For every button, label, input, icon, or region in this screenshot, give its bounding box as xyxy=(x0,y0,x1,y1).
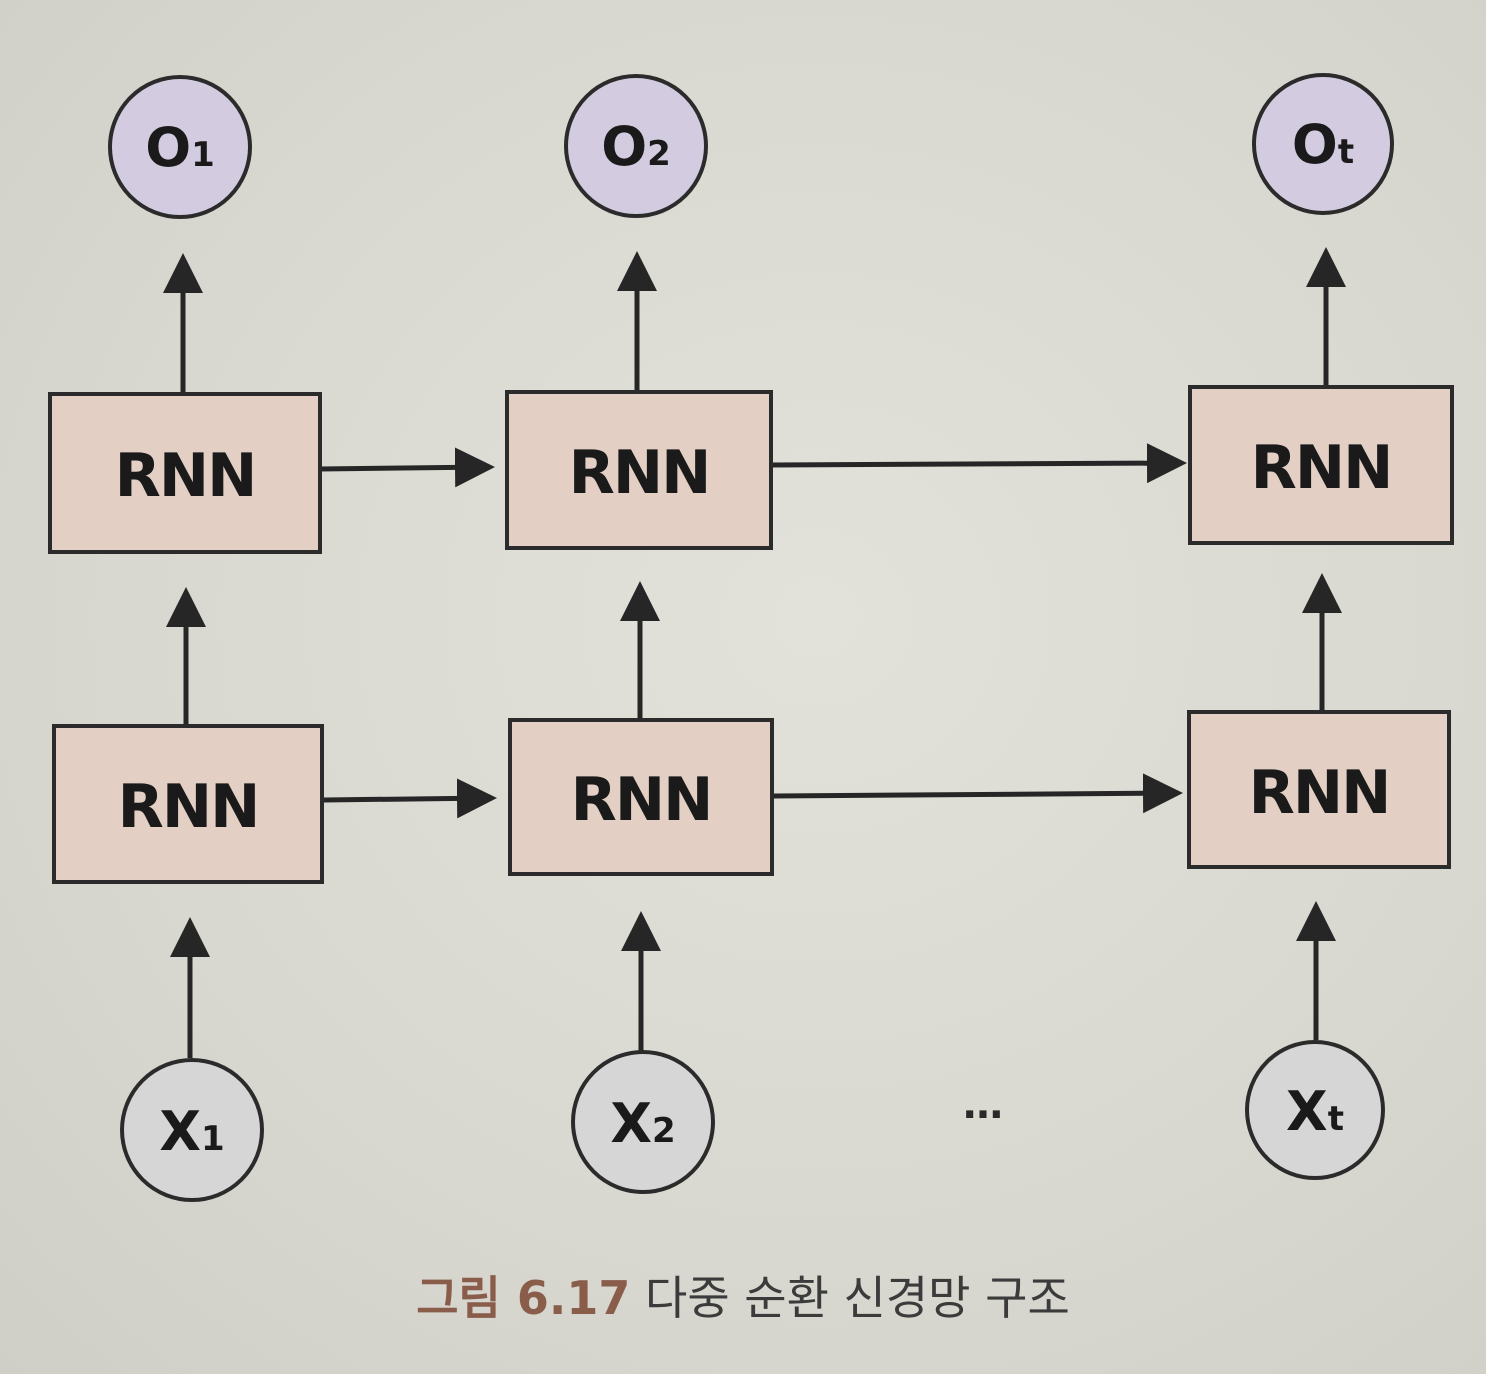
rnn-cell-lower-t: RNN xyxy=(1187,710,1451,869)
svg-text:RNN: RNN xyxy=(115,441,256,511)
edge-lower-cell-1-to-lower-cell-2 xyxy=(323,778,497,819)
output-node-2: O2 xyxy=(564,74,708,218)
edge-lower-cell-2-to-lower-cell-t xyxy=(773,773,1183,814)
figure-caption: 그림 6.17 다중 순환 신경망 구조 xyxy=(0,1262,1486,1328)
input-node-1: X1 xyxy=(120,1058,264,1202)
svg-text:Xt: Xt xyxy=(1286,1080,1344,1143)
rnn-cell-upper-1: RNN xyxy=(48,392,322,554)
rnn-cell-lower-1: RNN xyxy=(52,724,324,884)
ellipsis: … xyxy=(963,1082,1003,1128)
input-node-t: Xt xyxy=(1245,1040,1385,1180)
svg-text:RNN: RNN xyxy=(569,438,710,508)
svg-text:RNN: RNN xyxy=(1251,433,1392,503)
svg-text:O1: O1 xyxy=(145,116,215,179)
svg-text:RNN: RNN xyxy=(1249,758,1390,828)
svg-text:RNN: RNN xyxy=(571,765,712,835)
edge-upper-cell-2-to-upper-cell-t xyxy=(771,443,1187,484)
rnn-cell-lower-2: RNN xyxy=(508,718,774,876)
svg-text:X1: X1 xyxy=(159,1100,224,1163)
caption-label: 그림 6.17 xyxy=(416,1271,631,1325)
caption-text: 다중 순환 신경망 구조 xyxy=(645,1271,1070,1325)
svg-text:X2: X2 xyxy=(610,1092,675,1155)
input-node-2: X2 xyxy=(571,1050,715,1194)
svg-text:O2: O2 xyxy=(601,115,671,178)
svg-text:Ot: Ot xyxy=(1292,113,1354,176)
edge-upper-cell-1-to-upper-cell-2 xyxy=(319,447,495,488)
svg-text:RNN: RNN xyxy=(118,772,259,842)
rnn-cell-upper-t: RNN xyxy=(1188,385,1454,545)
output-node-t: Ot xyxy=(1252,73,1394,215)
output-node-1: O1 xyxy=(108,75,252,219)
rnn-cell-upper-2: RNN xyxy=(505,390,773,550)
